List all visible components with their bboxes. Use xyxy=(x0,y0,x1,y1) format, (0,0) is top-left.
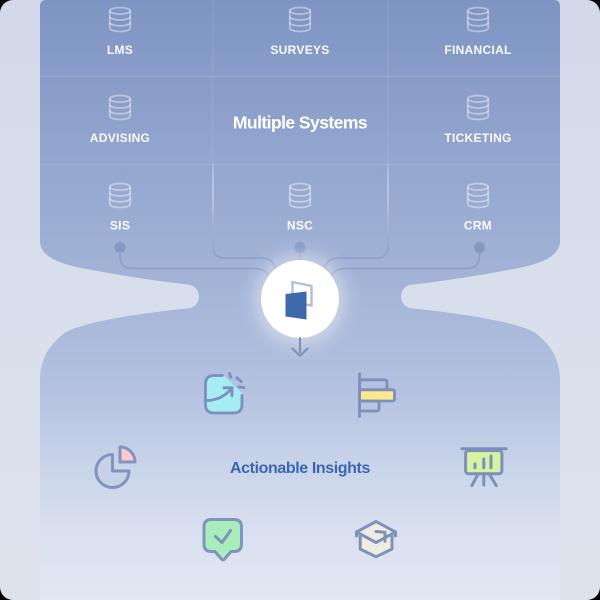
svg-text:FINANCIAL: FINANCIAL xyxy=(444,43,511,57)
svg-text:TICKETING: TICKETING xyxy=(444,131,511,145)
svg-text:SIS: SIS xyxy=(110,219,130,233)
svg-text:NSC: NSC xyxy=(287,219,313,233)
svg-text:Multiple Systems: Multiple Systems xyxy=(233,113,368,133)
svg-text:SURVEYS: SURVEYS xyxy=(270,43,329,57)
svg-text:ADVISING: ADVISING xyxy=(90,131,150,145)
svg-text:Actionable Insights: Actionable Insights xyxy=(230,460,370,477)
svg-text:LMS: LMS xyxy=(107,43,133,57)
svg-text:CRM: CRM xyxy=(464,219,492,233)
